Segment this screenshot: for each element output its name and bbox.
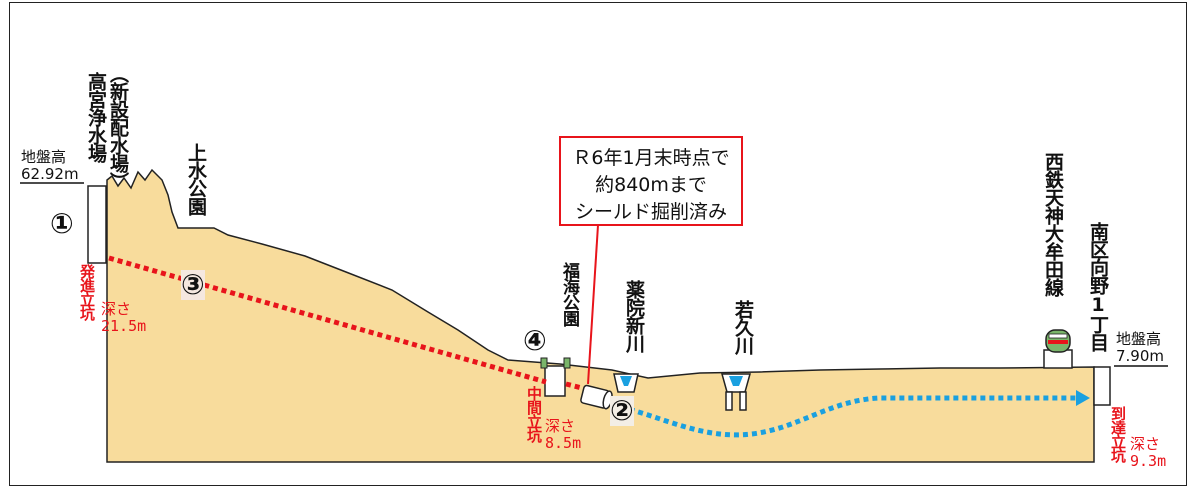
- ground-right-label: 地盤高: [1116, 330, 1162, 348]
- end-depth: 深さ 9.3m: [1130, 436, 1166, 470]
- ground-right-value: 7.90m: [1116, 347, 1165, 365]
- nishitetsu-label: 西鉄天神大牟田線: [1042, 152, 1064, 296]
- planned-route-arrowhead: [1076, 390, 1090, 406]
- middle-shaft-label: 中間立坑: [525, 386, 543, 442]
- middle-depth: 深さ 8.5m: [545, 418, 581, 452]
- ground-right: 地盤高 7.90m: [1116, 331, 1164, 365]
- marker-3: ③: [181, 268, 205, 301]
- yakuin-river-structure-icon: [613, 373, 639, 393]
- ground-left: 地盤高 62.92m: [21, 149, 79, 183]
- callout-line-1: Ｒ6年1月末時点で: [572, 147, 730, 169]
- waku-river-structure-icon: [721, 373, 751, 411]
- marker-2: ②: [610, 394, 634, 427]
- completed-route-line-2: [565, 381, 583, 391]
- middle-shaft-post-left: [540, 357, 548, 369]
- plant-name-label: 高宮浄水場: [85, 72, 107, 162]
- waku-river-label: 若久川: [732, 300, 754, 354]
- marker-4: ④: [523, 324, 547, 357]
- middle-shaft: [544, 365, 566, 397]
- start-depth-label: 深さ: [101, 300, 132, 318]
- ground-left-value: 62.92m: [21, 165, 79, 183]
- plant-paren-label: （新設配水場）: [107, 64, 129, 190]
- start-depth-value: 21.5m: [101, 317, 147, 335]
- yakuin-river-label: 薬院新川: [623, 280, 645, 352]
- minami-ku-label: 南区向野1丁目: [1087, 222, 1109, 351]
- fukumi-park-label: 福海公園: [559, 262, 579, 326]
- start-shaft-label: 発進立坑: [78, 264, 96, 320]
- callout-line-3: シールド掘削済み: [574, 201, 727, 223]
- ground-left-label: 地盤高: [21, 148, 67, 166]
- end-depth-value: 9.3m: [1130, 452, 1167, 470]
- train-icon: [1043, 329, 1073, 369]
- callout-pointer: [587, 224, 599, 385]
- planned-route-line: [611, 395, 1080, 438]
- start-shaft: [87, 185, 107, 264]
- terrain-soil: [106, 168, 1095, 463]
- end-shaft-label: 到達立坑: [1109, 406, 1127, 462]
- progress-callout: Ｒ6年1月末時点で 約840mまで シールド掘削済み: [559, 136, 743, 226]
- callout-line-2: 約840mまで: [595, 174, 707, 196]
- middle-depth-label: 深さ: [545, 417, 576, 435]
- middle-shaft-post-right: [563, 357, 571, 369]
- middle-depth-value: 8.5m: [545, 434, 582, 452]
- end-depth-label: 深さ: [1130, 435, 1161, 453]
- start-depth: 深さ 21.5m: [101, 301, 146, 335]
- joshui-park-label: 上水公園: [185, 143, 207, 215]
- marker-1: ①: [50, 207, 74, 240]
- end-shaft: [1093, 366, 1111, 406]
